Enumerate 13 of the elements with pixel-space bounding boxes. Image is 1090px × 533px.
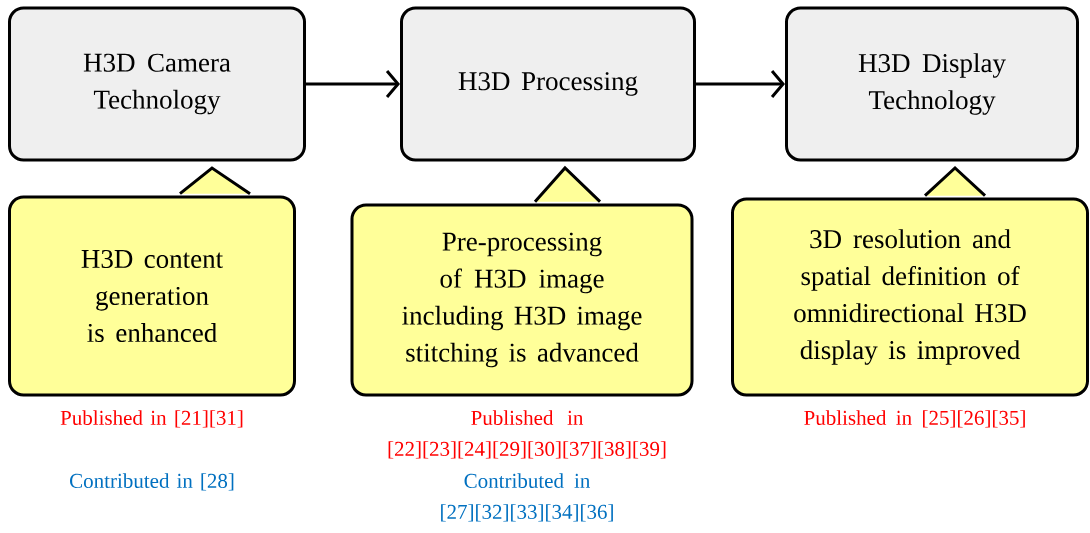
citation-note: Contributed in [28] xyxy=(70,473,234,491)
citation-note: Published in [21][31] xyxy=(60,410,243,428)
process-box: H3D Display Technology xyxy=(785,6,1079,162)
process-box: H3D Camera Technology xyxy=(8,6,306,162)
callout-bubble: 3D resolution and spatial definition of omnidirectional H3D display is improved xyxy=(731,165,1089,397)
callout-bubble: Pre-processing of H3D image including H3D image stitching is advanced xyxy=(350,165,694,397)
citation-note: Published in [22][23][24][29][30][37][38][39] xyxy=(388,410,666,459)
citation-note: Published in [25][26][35] xyxy=(804,410,1025,428)
arrow xyxy=(306,70,400,98)
callout-bubble: H3D content generation is enhanced xyxy=(8,166,296,397)
process-box: H3D Processing xyxy=(400,6,696,162)
arrow xyxy=(696,70,785,98)
citation-note: Contributed in [27][32][33][34][36] xyxy=(441,473,613,522)
